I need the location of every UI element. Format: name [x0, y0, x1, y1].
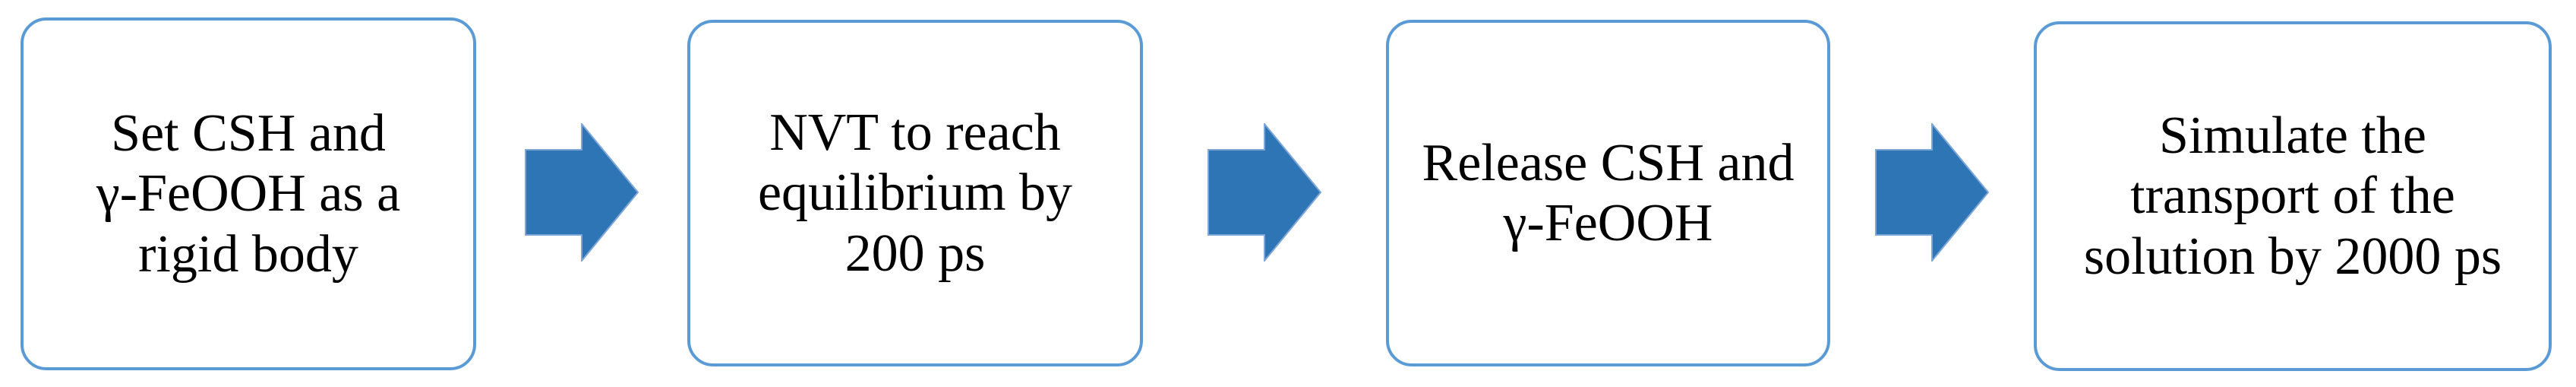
arrow-right-icon — [1208, 123, 1321, 262]
arrow-right-icon — [1875, 123, 1989, 262]
flow-step-box-4: Simulate the transport of the solution b… — [2034, 21, 2552, 371]
flow-step-3-label: Release CSH and γ-FeOOH — [1422, 133, 1795, 252]
flow-step-box-1: Set CSH and γ-FeOOH as a rigid body — [21, 17, 476, 370]
arrow-right-icon — [525, 123, 639, 262]
flow-step-box-3: Release CSH and γ-FeOOH — [1386, 20, 1830, 366]
flow-step-4-label: Simulate the transport of the solution b… — [2083, 106, 2502, 286]
flow-step-box-2: NVT to reach equilibrium by 200 ps — [687, 20, 1143, 366]
flow-step-1-label: Set CSH and γ-FeOOH as a rigid body — [96, 104, 401, 284]
flow-step-2-label: NVT to reach equilibrium by 200 ps — [757, 103, 1073, 283]
